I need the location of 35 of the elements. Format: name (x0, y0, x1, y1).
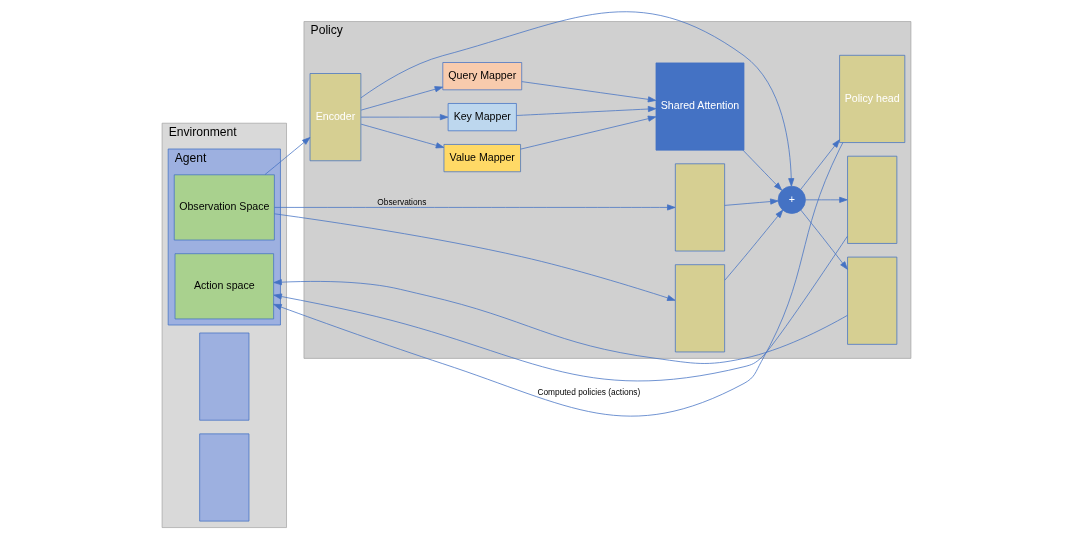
node-box (847, 155, 898, 244)
node-box: Query Mapper (442, 62, 523, 91)
arrow (520, 115, 657, 150)
node-circle: + (777, 185, 806, 214)
node-box (674, 264, 726, 353)
arrow (264, 137, 311, 175)
arrow (274, 213, 676, 301)
arrow (273, 279, 848, 364)
node-box: Policy head (839, 54, 906, 143)
node-box (199, 332, 250, 421)
arrow (360, 114, 449, 121)
node-box: Observation Space (173, 174, 275, 241)
arrow (724, 209, 784, 281)
arrow (360, 123, 445, 149)
arrow (516, 106, 657, 116)
node-box: Action space (174, 253, 274, 320)
node-box: Shared Attention (655, 62, 745, 151)
arrow (724, 198, 779, 206)
node-box (847, 256, 898, 345)
arrow (800, 209, 848, 270)
arrow (273, 235, 848, 382)
arrow (360, 86, 444, 111)
arrow (742, 149, 783, 191)
node-box: Encoder (309, 73, 362, 162)
node-box (674, 163, 726, 252)
edge-label: Observations (377, 196, 427, 207)
node-box: Value Mapper (443, 144, 521, 173)
arrow (805, 196, 848, 203)
edge-label: Computed policies (actions) (537, 386, 641, 397)
node-box (199, 433, 250, 522)
arrow (521, 81, 657, 103)
arrow (360, 11, 795, 187)
arrow (800, 139, 840, 190)
arrow (274, 204, 676, 211)
node-box: Key Mapper (447, 103, 517, 132)
